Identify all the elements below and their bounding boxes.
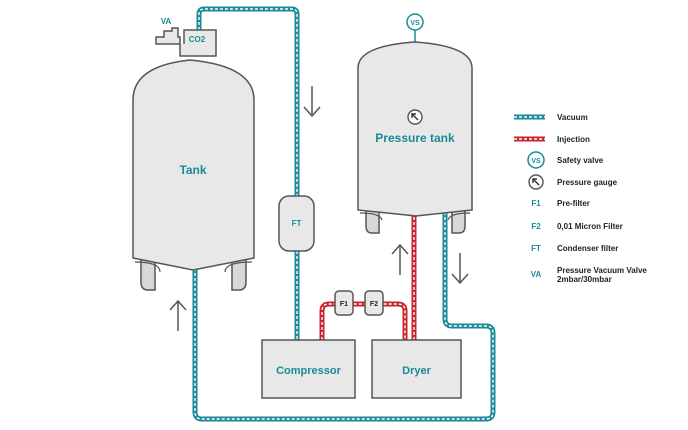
legend-injection-label: Injection (557, 135, 590, 144)
legend-pressure-gauge: Pressure gauge (528, 174, 618, 190)
legend-vs-symbol: VS (531, 158, 541, 165)
micron-filter: F2 (364, 290, 384, 316)
condenser-filter: FT (278, 195, 315, 252)
legend-vacuum: Vacuum (514, 113, 588, 122)
dryer-label: Dryer (402, 365, 431, 377)
arrow-down-icon (303, 85, 321, 117)
tank-label: Tank (179, 163, 206, 177)
pressure-gauge-icon (528, 174, 544, 190)
legend-f2-label: 0,01 Micron Filter (557, 222, 623, 231)
legend-f1-label: Pre-filter (557, 199, 590, 208)
legend-ft-code: FT (531, 244, 541, 253)
va-label: VA (161, 17, 172, 26)
compressor-label: Compressor (276, 365, 342, 377)
injection-lines (319, 214, 417, 340)
legend-ft: FT Condenser filter (531, 244, 618, 253)
f1-label: F1 (340, 301, 348, 308)
pressure-tank: Pressure tank VS (357, 13, 473, 234)
pressure-tank-body (357, 41, 473, 217)
arrow-down-icon (451, 252, 469, 284)
vs-label: VS (410, 20, 420, 27)
legend-ft-label: Condenser filter (557, 244, 618, 253)
legend-va-code: VA (531, 270, 542, 279)
legend-f2-code: F2 (531, 222, 541, 231)
legend-safety-valve: VS Safety valve (527, 151, 604, 169)
legend-va-label-line1: Pressure Vacuum Valve (557, 266, 647, 275)
legend-va-label-line2: 2mbar/30mbar (557, 275, 612, 284)
arrow-up-icon (169, 300, 187, 332)
dryer: Dryer (371, 339, 462, 399)
pressure-tank-label: Pressure tank (375, 131, 455, 145)
vacuum-lines (192, 6, 496, 422)
f2-label: F2 (370, 301, 378, 308)
tank-neck (179, 29, 217, 57)
ft-label: FT (292, 219, 302, 228)
legend-injection: Injection (514, 135, 590, 144)
legend: Vacuum Injection VS Safety valve Pressur… (514, 113, 647, 284)
tank: Tank VA CO2 (132, 17, 255, 291)
legend-f1: F1 Pre-filter (531, 199, 590, 208)
legend-va: VA Pressure Vacuum Valve 2mbar/30mbar (531, 266, 648, 284)
legend-vacuum-label: Vacuum (557, 113, 588, 122)
arrow-up-icon (391, 244, 409, 276)
va-valve-body (155, 27, 181, 45)
legend-f2: F2 0,01 Micron Filter (531, 222, 622, 231)
safety-valve-icon (406, 13, 424, 31)
pre-filter: F1 (334, 290, 354, 316)
legend-pressure-gauge-label: Pressure gauge (557, 178, 618, 187)
tank-body (132, 59, 255, 271)
pressure-gauge-icon (407, 109, 423, 125)
safety-valve-icon (527, 151, 545, 169)
co2-label: CO2 (189, 35, 206, 44)
legend-f1-code: F1 (531, 199, 541, 208)
legend-safety-valve-label: Safety valve (557, 156, 604, 165)
compressor: Compressor (261, 339, 356, 399)
